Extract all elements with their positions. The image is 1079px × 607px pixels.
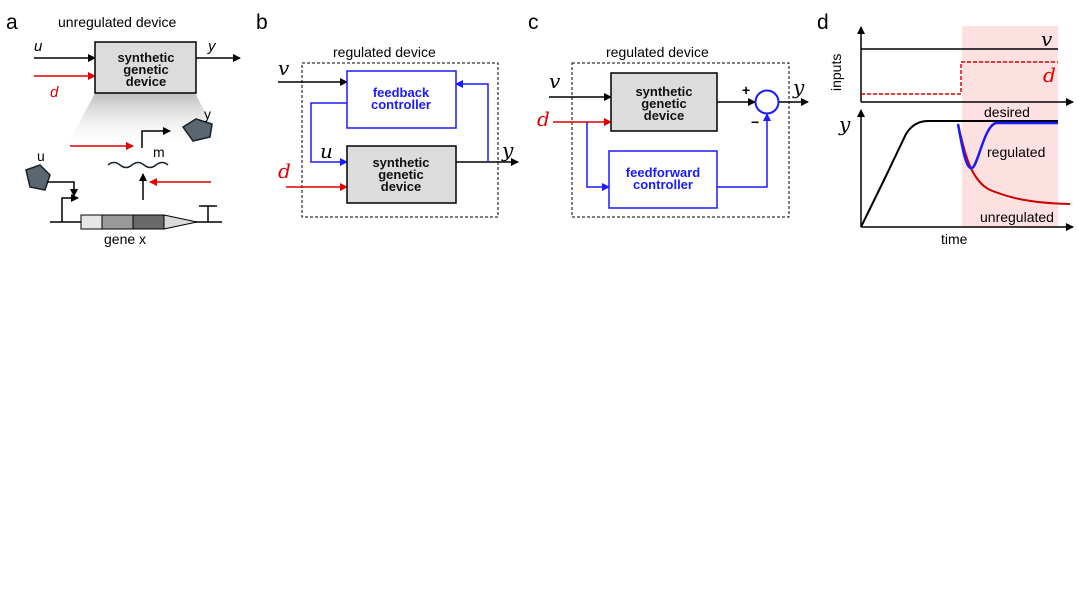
panel-c-title: regulated device: [606, 44, 709, 60]
panel-c-ff-output-path: [717, 113, 771, 188]
mrna-label: m: [153, 144, 165, 160]
output-y-label: y: [207, 38, 217, 55]
device-label-2: genetic: [123, 62, 169, 77]
gene-arrowhead: [163, 214, 198, 230]
panel-c: c regulated device v d synthetic genetic…: [528, 11, 809, 218]
gene-segment-1: [80, 214, 103, 230]
panel-b-device-label-1: synthetic: [372, 155, 429, 170]
panel-c-frame: [571, 62, 790, 218]
gene-segment-2: [101, 214, 134, 230]
panel-b-title: regulated device: [333, 44, 436, 60]
panel-b-d: d: [278, 159, 291, 183]
panel-c-v: v: [549, 69, 561, 93]
feedforward-controller-label-2: controller: [633, 177, 693, 192]
panel-b-u: u: [320, 139, 333, 163]
unregulated-trace: [957, 123, 1071, 205]
panel-d: d inputs v d y time desired unregulated …: [817, 11, 1074, 247]
regulated-label: regulated: [987, 144, 1045, 160]
panel-b-device-label-3: device: [381, 179, 421, 194]
mrna-icon: [107, 161, 169, 169]
panel-c-device-label-3: device: [644, 108, 684, 123]
panel-b: b regulated device v feedback controller…: [256, 11, 519, 218]
summing-junction: [754, 89, 780, 115]
panel-b-u-path: [310, 102, 348, 166]
y-axis-label: y: [838, 112, 851, 136]
panel-b-device-label-2: genetic: [378, 167, 424, 182]
feedforward-controller-box: [608, 150, 718, 209]
desired-label: desired: [984, 104, 1030, 120]
protein-y-label: y: [204, 106, 211, 122]
feedback-controller-label-1: feedback: [373, 85, 430, 100]
protein-u-label: u: [37, 148, 45, 164]
input-d-label: d: [50, 84, 59, 101]
panel-c-plus: +: [742, 82, 750, 98]
time-label: time: [941, 231, 968, 247]
panel-b-v: v: [278, 56, 290, 80]
panel-b-y: y: [501, 138, 514, 162]
panel-b-device-box: [346, 145, 457, 204]
gene-label: gene x: [104, 231, 146, 247]
panel-c-d: d: [537, 107, 550, 131]
feedforward-controller-label-1: feedforward: [626, 165, 700, 180]
inputs-label: inputs: [828, 54, 844, 91]
device-label-1: synthetic: [117, 50, 174, 65]
u-binding-arrow: [47, 181, 78, 197]
panel-c-y: y: [792, 75, 805, 99]
panel-b-frame: [301, 62, 499, 218]
disturbance-shade: [962, 26, 1058, 227]
protein-y-icon: [181, 118, 213, 142]
feedback-controller-box: [346, 70, 457, 129]
panel-a-letter: a: [6, 11, 18, 34]
zoom-cone: [65, 93, 225, 150]
gene-segment-3: [132, 214, 165, 230]
panel-c-ff-input-path: [586, 122, 610, 191]
input-u-label: u: [34, 38, 43, 55]
device-label-3: device: [126, 74, 166, 89]
panel-b-letter: b: [256, 11, 268, 34]
desired-trace: [860, 120, 1058, 228]
translation-arrow: [141, 127, 171, 148]
panel-c-minus: −: [751, 114, 759, 130]
panel-c-letter: c: [528, 11, 539, 34]
feedback-controller-label-2: controller: [371, 97, 431, 112]
panel-a-title: unregulated device: [58, 14, 177, 30]
terminator-icon: [199, 205, 217, 222]
panel-b-feedback-path: [455, 80, 489, 162]
panel-c-device-label-1: synthetic: [635, 84, 692, 99]
v-label: v: [1041, 27, 1053, 51]
panel-d-letter: d: [817, 11, 829, 34]
regulated-trace: [956, 121, 1058, 170]
d-label: d: [1043, 63, 1056, 87]
unregulated-label: unregulated: [980, 209, 1054, 225]
panel-c-device-label-2: genetic: [641, 96, 687, 111]
promoter-arrow: [61, 194, 79, 222]
protein-u-icon: [25, 164, 51, 191]
d-trace: [861, 61, 1058, 95]
device-box: [94, 41, 197, 94]
panel-a: a unregulated device u d synthetic genet…: [6, 11, 241, 247]
